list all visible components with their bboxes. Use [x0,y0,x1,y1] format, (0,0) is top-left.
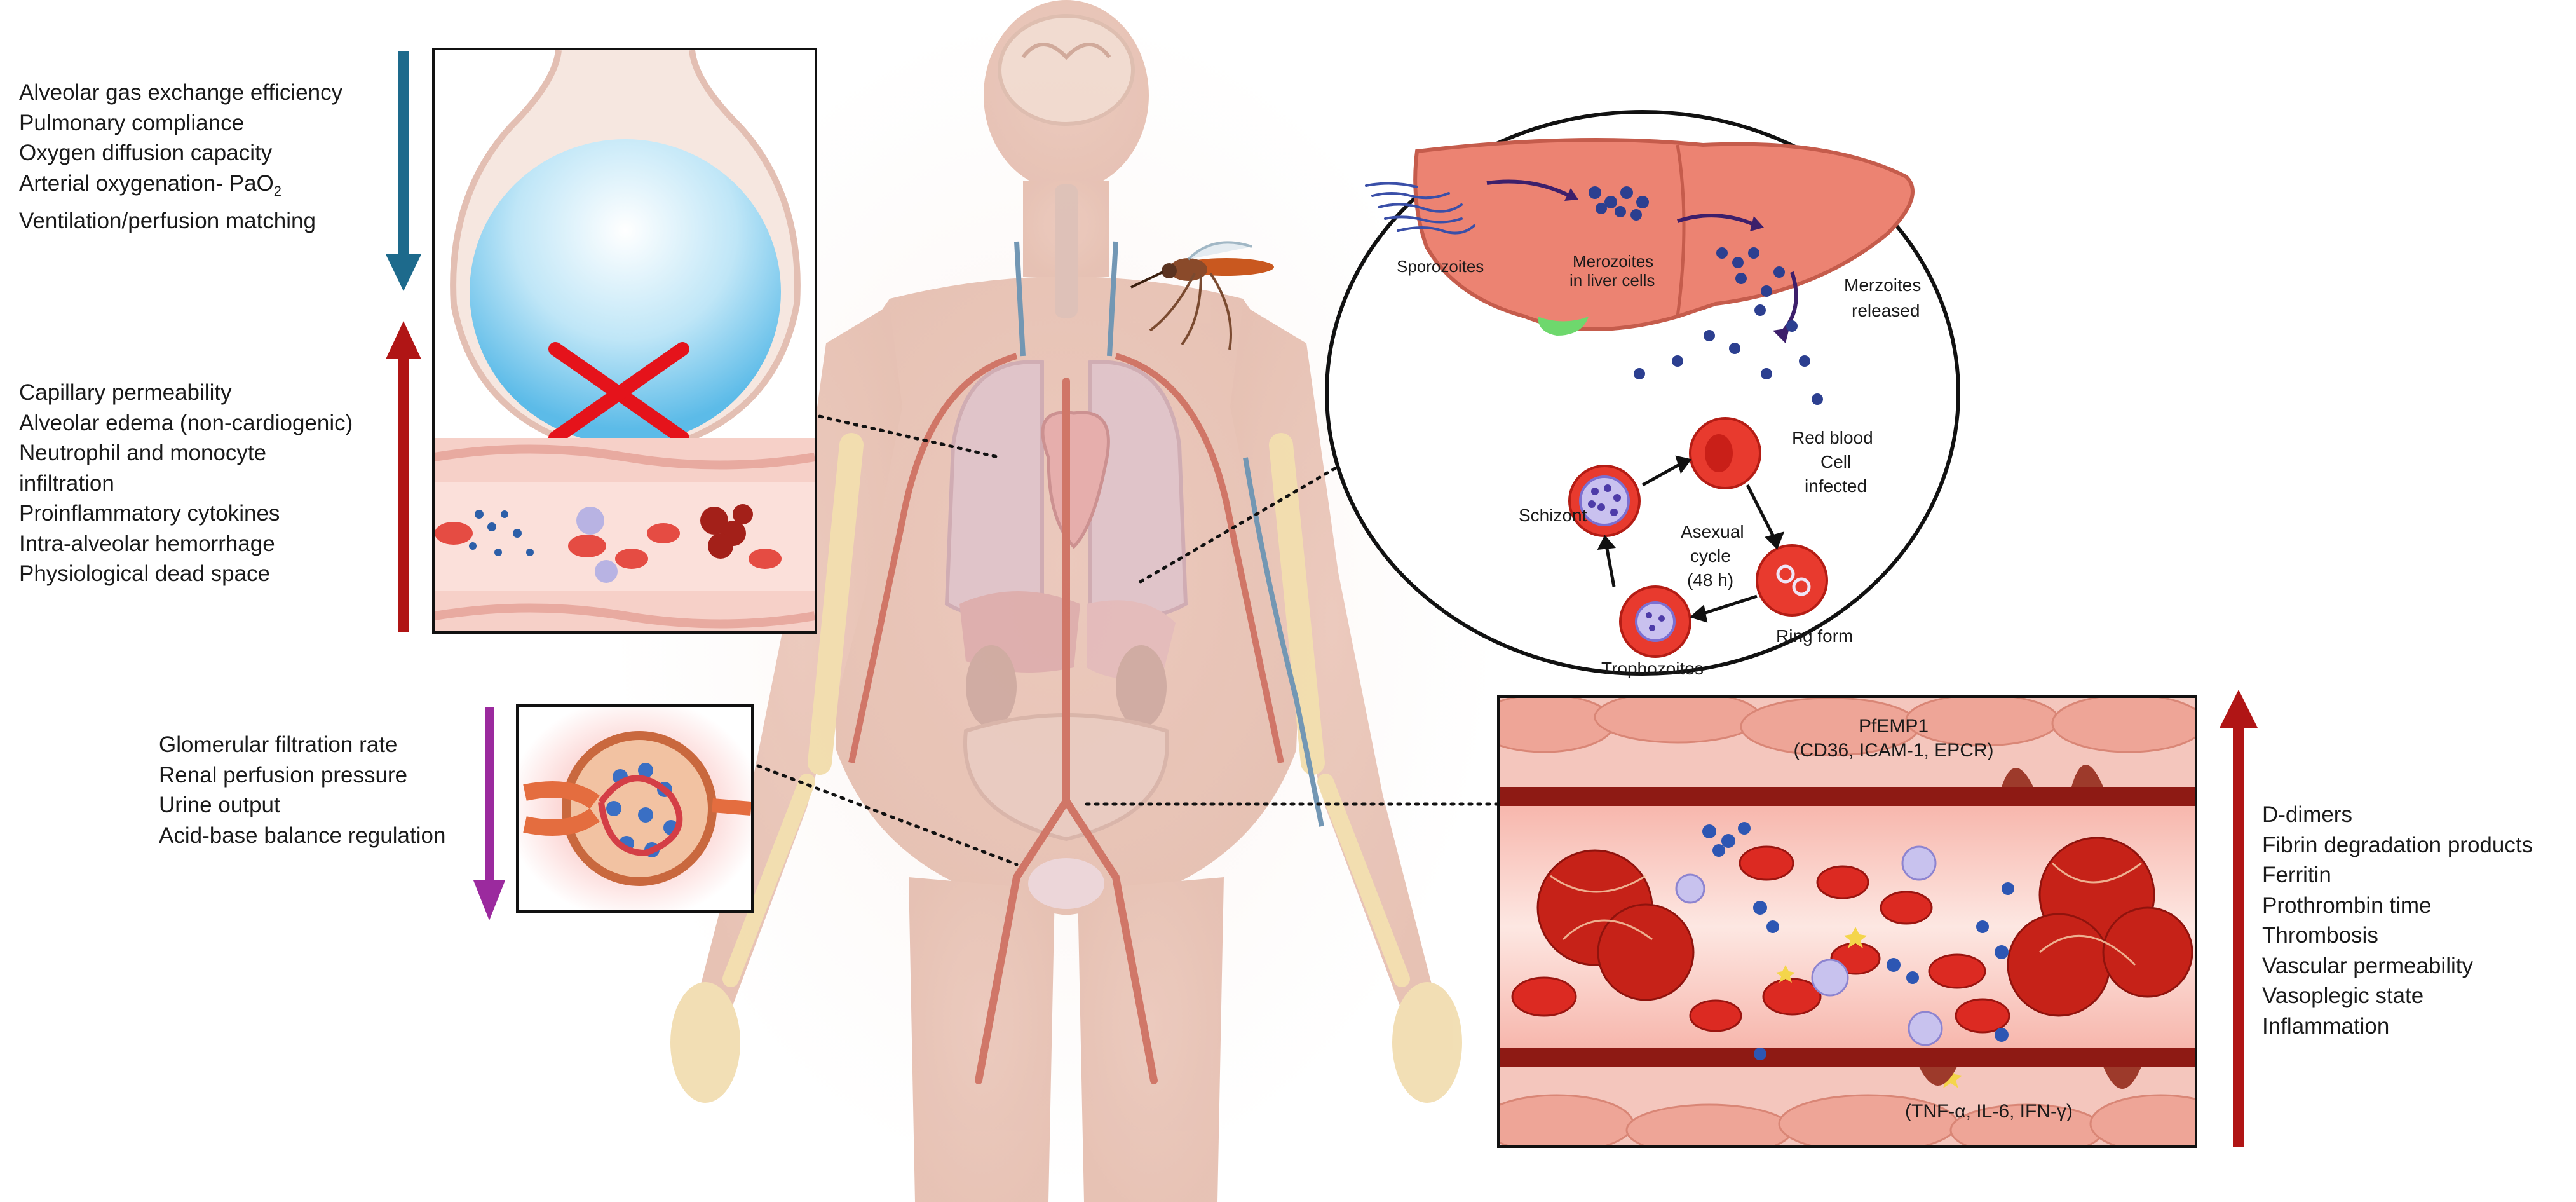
parasite-lifecycle-panel: Sporozoites Merozoites in liver cells Me… [1325,110,1960,678]
trophozoites-label: Trophozoites [1601,659,1704,678]
list-item: Intra-alveolar hemorrhage [19,531,275,556]
list-item: Thrombosis [2262,923,2378,948]
asexual-cycle-label: cycle [1690,546,1731,566]
list-item: Arterial oxygenation- PaO2 [19,170,282,199]
receptors-label: (CD36, ICAM-1, EPCR) [1793,740,1993,761]
lung-increased-list: Capillary permeability Alveolar edema (n… [19,378,353,589]
list-item: Ventilation/perfusion matching [19,208,316,233]
vessel-increased-list: D-dimers Fibrin degradation products Fer… [2262,800,2533,1041]
list-item: Acid-base balance regulation [159,823,446,848]
blood-vessel-panel: PfEMP1 (CD36, ICAM-1, EPCR) (TNF-α, IL-6… [1497,695,2197,1148]
list-item: Vascular permeability [2262,953,2473,978]
lung-alveolus-panel [432,48,817,634]
list-item: Capillary permeability [19,380,232,405]
merozoites-released-label: released [1852,301,1920,320]
rbc-infected-label: Cell [1820,452,1851,472]
list-item: Urine output [159,793,280,817]
kidney-panel [516,704,754,913]
list-item: Alveolar edema (non-cardiogenic) [19,410,353,435]
pfemp1-label: PfEMP1 [1859,716,1929,737]
list-item: infiltration [19,470,114,496]
list-item: Inflammation [2262,1013,2390,1039]
merozoites-liver-label: in liver cells [1569,271,1655,290]
schizont-label: Schizont [1519,505,1587,525]
list-item: Physiological dead space [19,561,270,586]
rbc-infected-label: infected [1805,476,1867,496]
merozoites-liver-label: Merozoites [1573,252,1653,271]
list-item: D-dimers [2262,802,2352,827]
liver-icon [1413,138,1915,336]
blood-vessel-icon: PfEMP1 (CD36, ICAM-1, EPCR) (TNF-α, IL-6… [1500,698,2195,1145]
cytokines-label: (TNF-α, IL-6, IFN-γ) [1905,1101,2073,1122]
kidney-glomerulus-icon [519,707,751,910]
asexual-cycle-label: Asexual [1681,522,1744,542]
list-item: Renal perfusion pressure [159,762,408,788]
kidney-decreased-list: Glomerular filtration rate Renal perfusi… [159,730,445,850]
red-blood-cell-icon [1689,417,1761,489]
list-item: Prothrombin time [2262,892,2432,918]
mosquito-icon [1130,241,1274,350]
list-item: Oxygen diffusion capacity [19,140,273,165]
list-item: Fibrin degradation products [2262,832,2533,857]
list-item: Proinflammatory cytokines [19,501,280,526]
merozoites-released-label: Merzoites [1844,275,1921,295]
lung-decreased-list: Alveolar gas exchange efficiency Pulmona… [19,78,342,236]
list-item: Ferritin [2262,863,2331,887]
list-item: Alveolar gas exchange efficiency [19,80,343,105]
asexual-cycle-label: (48 h) [1687,570,1733,590]
ring-form-label: Ring form [1776,626,1853,646]
list-item: Glomerular filtration rate [159,732,398,757]
sporozoites-label: Sporozoites [1397,257,1484,276]
lung-alveolus-icon [435,50,815,631]
list-item: Vasoplegic state [2262,983,2424,1008]
list-item: Pulmonary compliance [19,110,245,135]
rbc-infected-label: Red blood [1792,428,1873,447]
list-item: Neutrophil and monocyte [19,441,267,465]
